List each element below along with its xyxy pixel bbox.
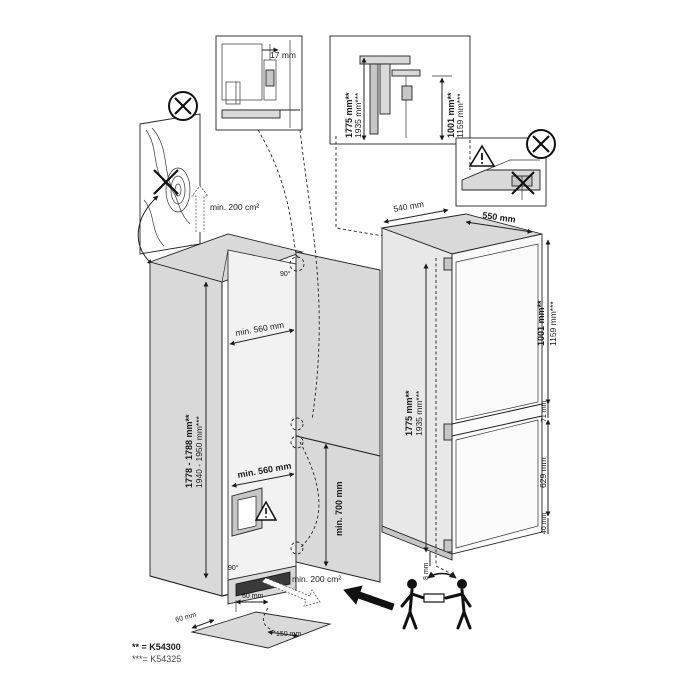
angle-bottom-label: 90°	[228, 564, 239, 572]
top-vent-label: min. 200 cm²	[210, 202, 259, 212]
niche-height-main-label: 1778 - 1788 mm**	[184, 414, 194, 488]
hinge-marker	[290, 541, 304, 555]
fridge-base-label: 40 mm	[541, 512, 548, 534]
niche-door-upper	[295, 251, 381, 457]
fridge-foot-label: 8 mm	[423, 562, 430, 580]
fridge-depth-label: 540 mm	[393, 199, 425, 214]
wood-panel-prohibited	[139, 113, 201, 255]
prohibited-circle-x-icon	[168, 91, 198, 121]
legend-row-k54300: ** = K54300	[132, 642, 181, 652]
detail-height-alt-label: 1935 mm***	[353, 92, 363, 138]
plinth-depth-label: 60 mm	[175, 612, 198, 624]
model-legend: ** = K54300 ***= K54325	[132, 641, 181, 665]
niche-cabinet	[148, 233, 304, 605]
hinge-marker	[290, 417, 304, 431]
fridge-height-main-label: 1775 mm**	[404, 390, 414, 436]
fridge-width-label: 550 mm	[482, 210, 517, 225]
plinth-60-label: 60 mm	[242, 593, 264, 600]
warning-triangle-icon	[468, 144, 496, 167]
detail-height-main-label: 1775 mm**	[344, 92, 354, 138]
bottom-vent-label: min. 200 cm²	[292, 574, 341, 584]
niche-door-lower	[295, 435, 381, 583]
prohibited-circle-x-icon	[526, 129, 556, 159]
detail-gap-box: 17 mm	[215, 35, 303, 131]
angle-top-label: 90°	[280, 270, 291, 278]
fridge-upper-main-label: 1001 mm**	[536, 300, 546, 346]
niche-height-alt-label: 1940 - 1950 mm***	[194, 415, 204, 488]
detail-upper-main-label: 1001 mm**	[446, 92, 456, 138]
detail-upper-alt-label: 1159 mm***	[455, 93, 465, 138]
niche-min-700-label: min. 700 mm	[334, 481, 344, 536]
legend-row-k54325: ***= K54325	[132, 654, 182, 664]
fridge-unit	[380, 213, 543, 561]
detail-gap-label: 17 mm	[270, 50, 296, 60]
fridge-height-alt-label: 1935 mm***	[414, 390, 424, 436]
top-vent-arrow: min. 200 cm²	[191, 185, 259, 232]
fridge-upper-alt-label: 1159 mm***	[548, 301, 558, 346]
detail-height-box: 1775 mm** 1935 mm*** 1001 mm** 1159 mm**…	[329, 35, 471, 145]
bottom-vent-arrow: min. 200 cm²	[261, 574, 341, 607]
hinge-marker	[290, 435, 304, 449]
two-people-carrying-icon	[400, 571, 472, 630]
fridge-gap-label: 71 mm	[541, 400, 548, 422]
move-direction-arrow	[343, 585, 395, 611]
fridge-lower-label: 629 mm	[538, 457, 548, 488]
hinge-marker	[289, 256, 305, 272]
warning-triangle-icon	[254, 500, 278, 521]
